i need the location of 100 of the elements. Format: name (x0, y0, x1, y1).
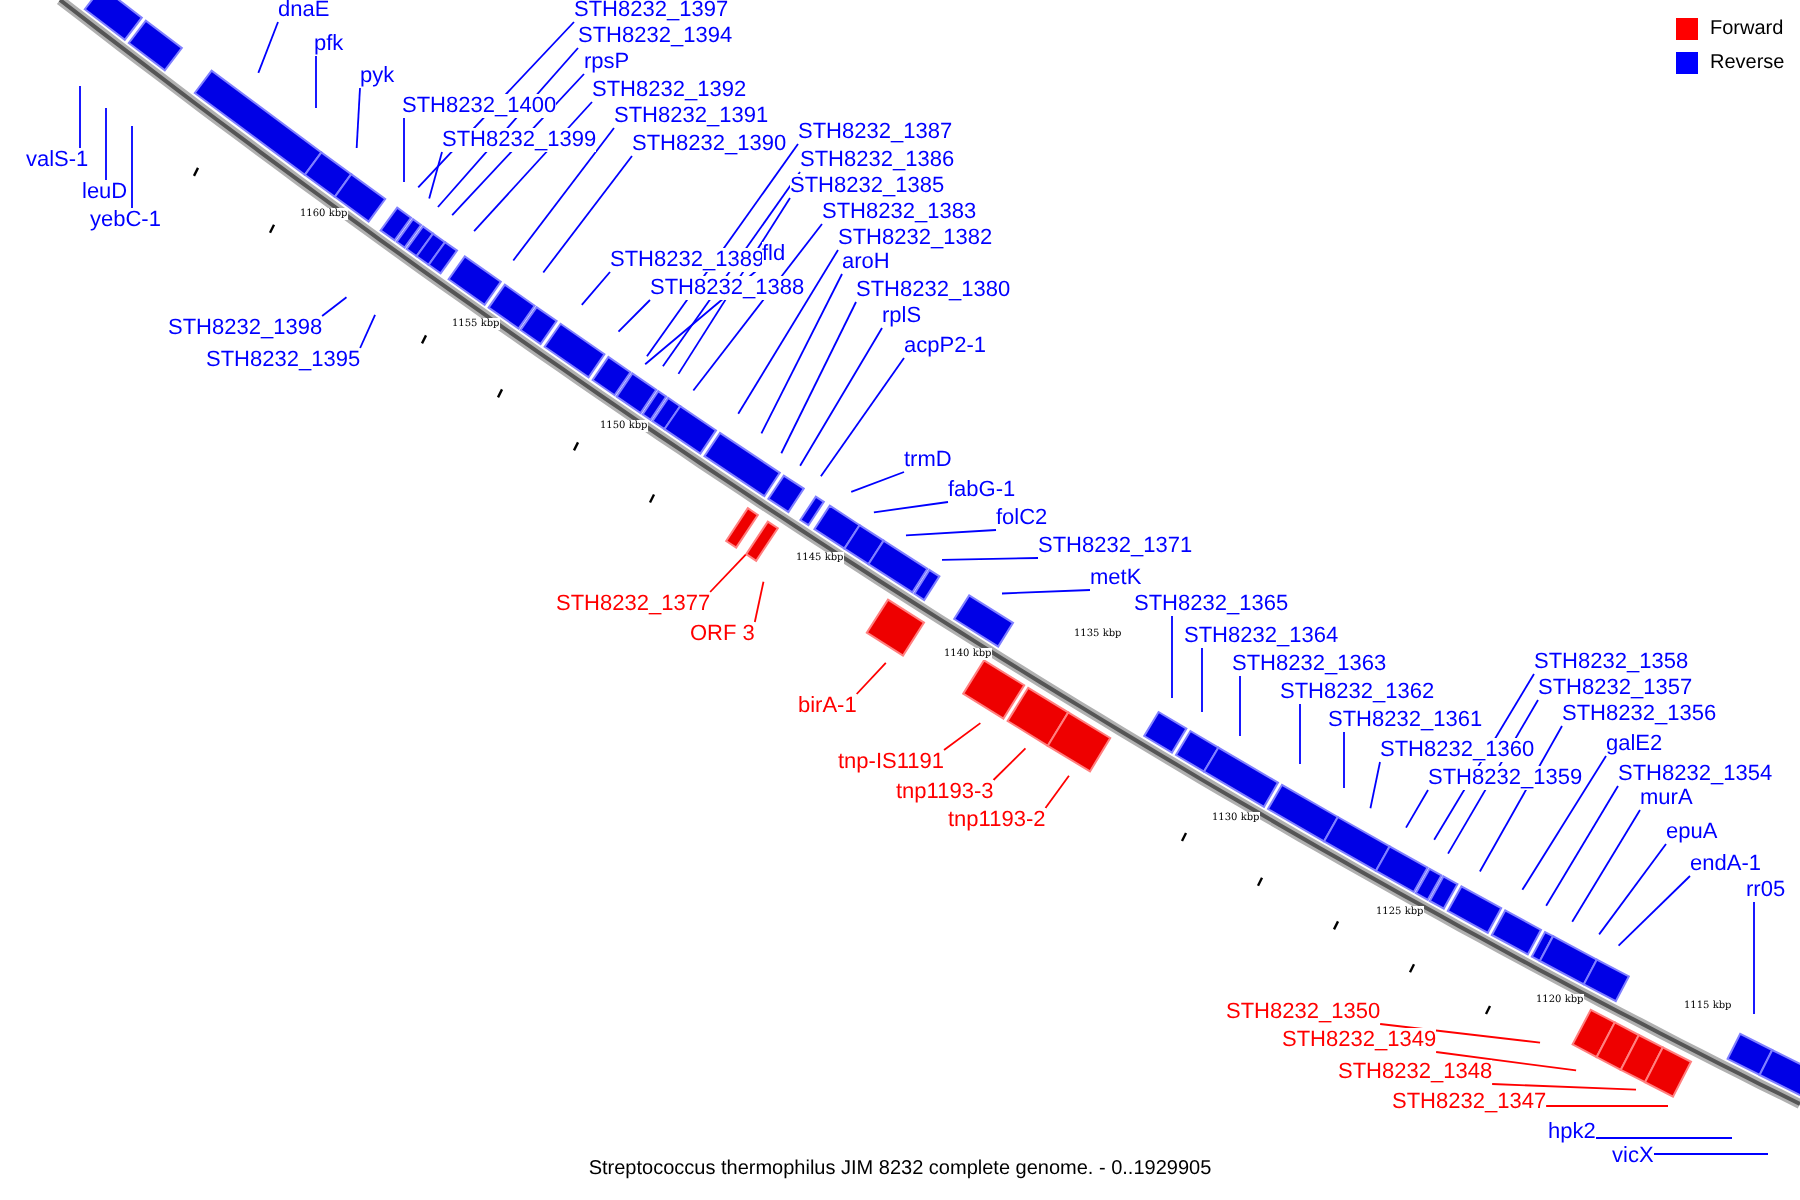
leader-line (1044, 774, 1070, 809)
gene-label: acpP2-1 (904, 334, 986, 358)
leader-line (1379, 1023, 1541, 1044)
leader-line (1405, 789, 1429, 829)
leader-line (1617, 875, 1691, 947)
leader-line (403, 117, 405, 183)
gene-label: epuA (1666, 820, 1718, 844)
leader-line (760, 273, 843, 435)
leader-line (1001, 589, 1091, 595)
gene-label: hpk2 (1548, 1120, 1596, 1144)
gene-label: galE2 (1606, 732, 1663, 756)
gene-label: birA-1 (798, 694, 857, 718)
gene-label: rpsP (584, 50, 630, 74)
leader-line (1299, 703, 1301, 765)
gene-label: STH8232_1359 (1428, 766, 1583, 790)
gene-label: tnp1193-3 (896, 780, 994, 804)
gene-label: STH8232_1363 (1232, 652, 1387, 676)
gene-label: tnp1193-2 (948, 808, 1046, 832)
leader-line (428, 151, 443, 200)
leader-line (131, 125, 133, 209)
leader-line (873, 501, 949, 514)
gene-label: STH8232_1382 (838, 226, 993, 250)
gene-label: STH8232_1399 (442, 128, 597, 152)
leader-line (1491, 1083, 1637, 1091)
leader-line (820, 357, 905, 478)
gene-label: STH8232_1356 (1562, 702, 1717, 726)
gene-label: pyk (360, 64, 395, 88)
gene-label: fld (762, 242, 786, 266)
leader-line (1171, 615, 1173, 699)
gene-label: STH8232_1371 (1038, 534, 1193, 558)
gene-label: STH8232_1357 (1538, 676, 1693, 700)
leader-line (580, 271, 611, 306)
leader-line (709, 553, 747, 593)
leader-line (1521, 755, 1607, 891)
leader-line (1343, 731, 1345, 789)
gene-label: STH8232_1394 (578, 24, 733, 48)
leader-line (1594, 1137, 1733, 1139)
gene-label: STH8232_1348 (1338, 1060, 1493, 1084)
leader-line (355, 87, 361, 149)
gene-label: endA-1 (1690, 852, 1761, 876)
gene-label: STH8232_1380 (856, 278, 1011, 302)
gene-label: STH8232_1395 (206, 348, 361, 372)
leader-line (992, 747, 1027, 781)
leader-line (941, 557, 1039, 561)
gene-label: STH8232_1361 (1328, 708, 1483, 732)
gene-label: rplS (882, 304, 922, 328)
gene-label: metK (1090, 566, 1142, 590)
gene-label: ORF 3 (690, 622, 755, 646)
leader-line (617, 299, 651, 333)
gene-label: valS-1 (26, 148, 89, 172)
gene-label: STH8232_1364 (1184, 624, 1339, 648)
leader-line (1201, 647, 1203, 713)
leader-line (943, 722, 982, 751)
gene-label: yebC-1 (90, 208, 161, 232)
gene-label: STH8232_1360 (1380, 738, 1535, 762)
gene-label: aroH (842, 250, 890, 274)
leader-line (753, 580, 765, 623)
gene-label: STH8232_1350 (1226, 1000, 1381, 1024)
legend-label: Reverse (1710, 52, 1785, 76)
leader-line (512, 127, 615, 262)
gene-label: STH8232_1365 (1134, 592, 1289, 616)
gene-label: leuD (82, 180, 128, 204)
leader-line (1545, 785, 1619, 907)
leader-line (1571, 809, 1641, 923)
gene-label: STH8232_1389 (610, 248, 765, 272)
gene-label: STH8232_1383 (822, 200, 977, 224)
gene-label: STH8232_1377 (556, 592, 711, 616)
gene-label: STH8232_1398 (168, 316, 323, 340)
leader-line (315, 55, 317, 109)
gene-label: STH8232_1347 (1392, 1090, 1547, 1114)
gene-label: vicX (1612, 1144, 1654, 1168)
gene-label: dnaE (278, 0, 330, 22)
leader-line (1753, 901, 1755, 1015)
leader-line (542, 155, 633, 274)
gene-label: trmD (904, 448, 952, 472)
leader-line (850, 471, 905, 493)
gene-label: STH8232_1397 (574, 0, 729, 22)
gene-label: murA (1640, 786, 1693, 810)
leader-line (321, 296, 348, 317)
gene-label: STH8232_1386 (800, 148, 955, 172)
gene-label: STH8232_1354 (1618, 762, 1773, 786)
leader-line (855, 661, 887, 695)
leader-line (1239, 675, 1241, 737)
leader-line (1652, 1153, 1769, 1155)
gene-label: STH8232_1349 (1282, 1028, 1437, 1052)
leader-line (799, 327, 883, 467)
leader-line (905, 529, 997, 537)
gene-label: STH8232_1400 (402, 94, 557, 118)
gene-label: fabG-1 (948, 478, 1016, 502)
leader-line (780, 301, 857, 455)
leader-line (1435, 1051, 1577, 1072)
caption: Streptococcus thermophilus JIM 8232 complete genome. - 0..1929905 (586, 1158, 1214, 1182)
gene-label: STH8232_1358 (1534, 650, 1689, 674)
leader-line (257, 21, 279, 74)
gene-label: rr05 (1746, 878, 1786, 902)
gene-label: STH8232_1392 (592, 78, 747, 102)
gene-label: STH8232_1387 (798, 120, 953, 144)
gene-label: STH8232_1391 (614, 104, 769, 128)
gene-label: STH8232_1388 (650, 276, 805, 300)
gene-label: STH8232_1390 (632, 132, 787, 156)
